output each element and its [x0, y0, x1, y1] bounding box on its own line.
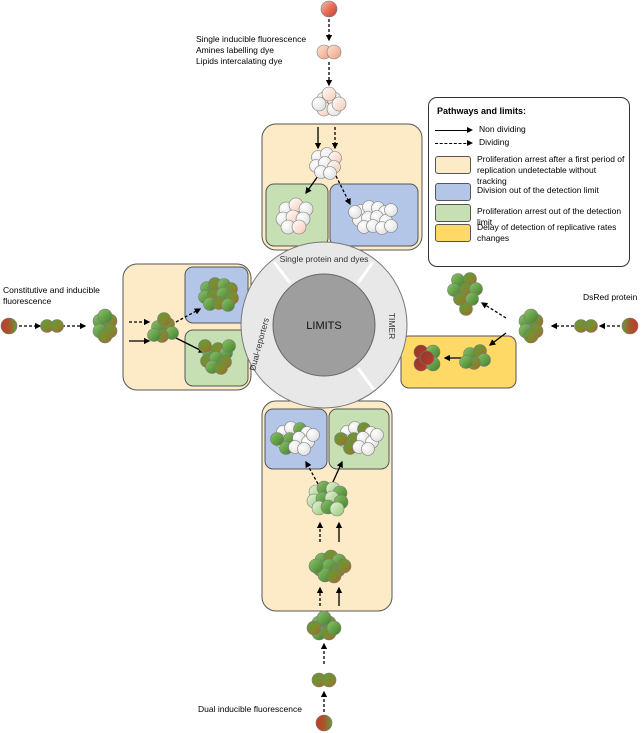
cell-dsred-start — [621, 317, 639, 335]
wheel-right-label: TIMER — [387, 313, 397, 339]
single-label-line3: Lipids intercalating dye — [196, 56, 283, 66]
wheel-top-label: Single protein and dyes — [280, 254, 369, 264]
cell-single-start — [320, 0, 338, 18]
cell-dsred-box-left — [419, 350, 435, 366]
limits-wheel: LIMITS Single protein and dyes TIMER Dua… — [240, 241, 408, 409]
cell-dual-green-box — [361, 442, 375, 456]
arrow-bottom-to-blue — [305, 460, 319, 485]
arrow-bottom-to-green — [331, 460, 343, 485]
cell-const-green-box — [198, 339, 212, 353]
cell-single-blue-box — [348, 205, 362, 219]
arrows — [19, 19, 620, 712]
dual-label: Dual inducible fluorescence — [198, 704, 302, 714]
cell-single-green-box — [291, 219, 307, 235]
wheel-divider-2 — [356, 261, 375, 284]
cell-dual-light — [329, 501, 345, 517]
constitutive-label: Constitutive and inducible fluorescence — [3, 285, 100, 307]
cell-dual-blue-box — [297, 442, 311, 456]
cell-dual-mid — [326, 568, 342, 584]
cell-dual-blue-box — [306, 428, 320, 442]
legend-swatch-blue — [435, 183, 471, 201]
cell-const-start — [0, 317, 18, 335]
legend-swatch-green — [435, 204, 471, 222]
cell-dsred-group — [523, 328, 539, 344]
legend-non-dividing: Non dividing — [479, 124, 526, 134]
legend-item-0: Proliferation arrest after a first perio… — [477, 154, 625, 186]
cell-dual-start — [315, 714, 333, 732]
cell-single-group — [311, 96, 327, 112]
legend-item-3: Delay of detection of replicative rates … — [477, 222, 617, 243]
arrow-right-up — [480, 302, 507, 319]
legend-solid-arrow-icon — [435, 127, 473, 133]
cell-single-group — [331, 96, 347, 112]
cell-dsred-pair — [584, 319, 598, 333]
legend-dividing: Dividing — [479, 137, 510, 147]
cell-single-pair — [326, 44, 342, 60]
cell-const-pair — [50, 319, 64, 333]
cell-const-group — [97, 328, 113, 344]
cell-dual-pair — [321, 672, 337, 688]
arrow-top-to-green — [305, 175, 319, 195]
cell-dual-blue-box — [270, 432, 284, 446]
legend-swatch-cream — [435, 156, 471, 174]
legend-swatch-yellow — [435, 224, 471, 242]
wheel-divider-1 — [272, 261, 292, 284]
legend-item-2: Proliferation arrest out of the detectio… — [477, 206, 622, 227]
constitutive-label-line2: fluorescence — [3, 296, 52, 306]
cell-dual-group — [306, 620, 322, 636]
constitutive-label-line1: Constitutive and inducible — [3, 285, 100, 295]
cell-const-green-box — [222, 339, 236, 353]
cell-single-blue-box — [384, 203, 398, 217]
cell-dsred-box-right — [459, 355, 473, 369]
cell-dsred-up — [465, 292, 479, 306]
legend: Pathways and limits: Non dividing Dividi… — [428, 97, 630, 267]
cell-const-blue-box — [221, 298, 235, 312]
arrow-top-to-blue — [335, 175, 351, 206]
cell-dual-green-box — [334, 432, 348, 446]
arrow-left-to-blue — [175, 308, 202, 323]
cell-single-blue-box — [384, 219, 398, 233]
cell-dsred-group — [523, 308, 539, 324]
legend-item-1: Division out of the detection limit — [477, 185, 599, 195]
legend-dashed-arrow-icon — [435, 140, 473, 146]
cell-dual-mid — [336, 558, 352, 574]
cell-dsred-up — [459, 302, 473, 316]
single-label-line1: Single inducible fluorescence — [196, 34, 307, 44]
cell-const-mid — [157, 312, 171, 326]
cell-dual-mid — [308, 558, 324, 574]
cell-dual-group — [316, 610, 332, 626]
dsred-label: DsRed protein — [583, 292, 638, 302]
cell-single-mix — [323, 166, 337, 180]
wheel-core-label: LIMITS — [306, 320, 341, 332]
cell-const-mid — [147, 328, 161, 342]
cell-dual-group — [326, 620, 342, 636]
arrow-right-down — [488, 332, 507, 346]
single-label-line2: Amines labelling dye — [196, 45, 274, 55]
legend-title: Pathways and limits: — [437, 106, 527, 116]
wheel-divider-3 — [356, 367, 376, 391]
cell-single-group — [321, 86, 337, 102]
wheel-core — [272, 273, 376, 377]
single-label: Single inducible fluorescence Amines lab… — [196, 34, 306, 67]
cell-const-green-box — [214, 361, 228, 375]
cell-dual-green-box — [370, 428, 384, 442]
cell-const-group — [97, 308, 113, 324]
